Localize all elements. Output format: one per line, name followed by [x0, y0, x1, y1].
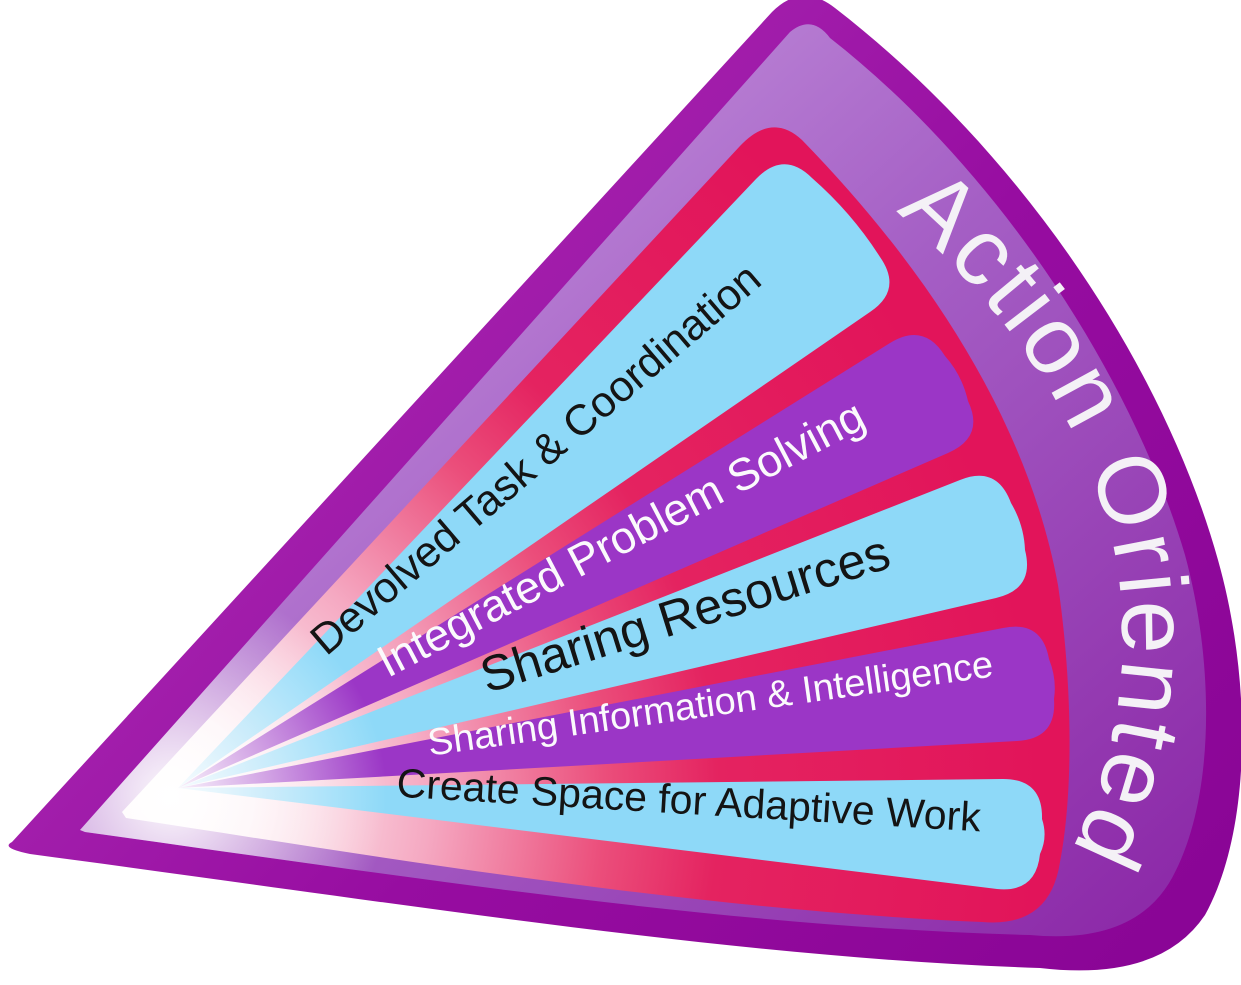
segment-wedge-devolved-task [178, 164, 890, 789]
segment-wedge-sharing-information [178, 626, 1055, 788]
segment-wedge-sharing-resources [178, 475, 1028, 788]
segment-wedge-integrated-problem-solving [178, 334, 974, 788]
segment-wedge-create-space [178, 779, 1045, 890]
